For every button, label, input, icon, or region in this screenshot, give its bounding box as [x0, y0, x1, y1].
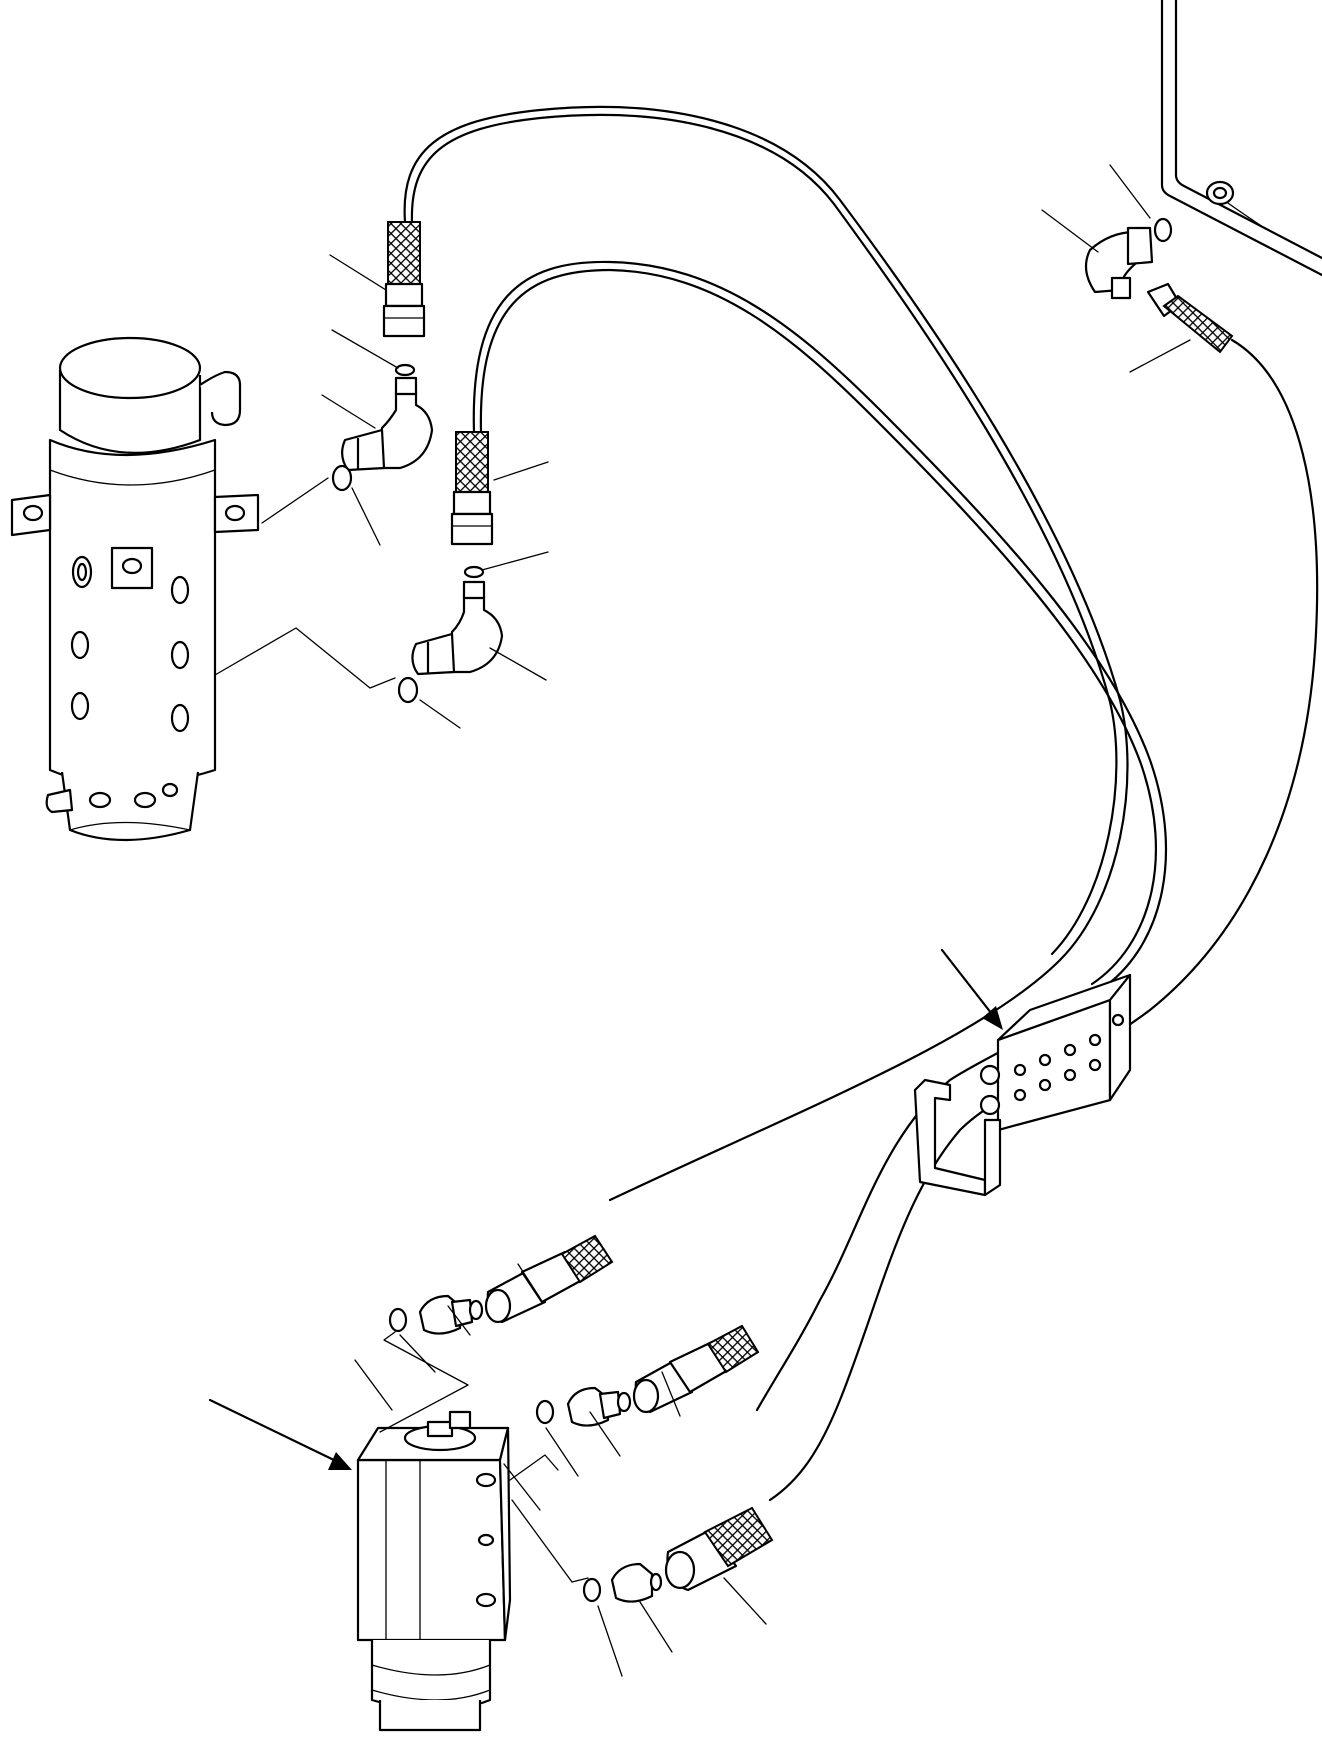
adapter-3 [610, 1562, 654, 1603]
o-ring-5 [1153, 217, 1173, 243]
swivel-joint [10, 336, 396, 842]
bracket-arrow [940, 948, 1003, 1030]
hose-b [472, 260, 1168, 1412]
hose-end-2 [455, 431, 489, 493]
hose-a-inner [410, 113, 1118, 956]
o-ring-8 [582, 1577, 602, 1603]
o-ring-4 [397, 676, 419, 704]
lower-fitting-group-3 [582, 1506, 774, 1603]
machine-frame [1160, 0, 1322, 277]
upper-fitting-group-1 [331, 221, 434, 492]
lower-fitting-group-2 [535, 1324, 760, 1427]
elbow-fitting-2 [448, 594, 504, 674]
steering-unit [208, 1331, 589, 1732]
upper-fitting-group-2 [397, 431, 504, 704]
hose-a [403, 105, 1129, 1202]
hose-b-inner [479, 268, 1158, 986]
hose-routes [403, 105, 1319, 1502]
o-ring-6 [388, 1307, 408, 1333]
o-ring-3 [463, 565, 485, 579]
elbow-fitting-3 [1084, 230, 1142, 294]
hose-bracket [913, 948, 1132, 1197]
o-ring-7 [535, 1399, 555, 1425]
o-ring-1 [394, 363, 416, 377]
frame-fitting-group [1084, 217, 1234, 354]
elbow-fitting-1 [378, 390, 434, 470]
hose-end-1 [387, 221, 421, 285]
steering-unit-arrow [208, 1398, 352, 1470]
lower-fitting-group-1 [388, 1234, 614, 1335]
callout-leaders [321, 164, 1191, 1677]
swivel-ports [70, 555, 190, 809]
bracket-holes [1013, 1013, 1125, 1102]
o-ring-2 [331, 464, 353, 492]
